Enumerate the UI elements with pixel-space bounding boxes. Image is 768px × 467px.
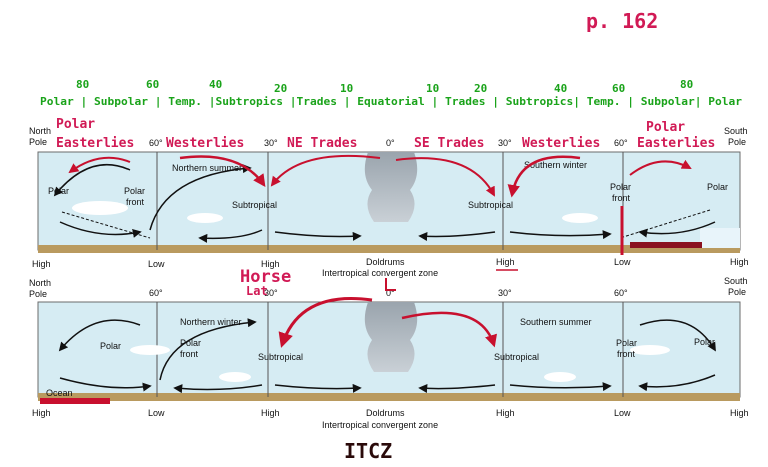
bottom-subtropical-left: Subtropical — [258, 352, 303, 362]
top-polar-left: Polar — [48, 186, 69, 196]
bottom-polar-front-left-line1: Polar — [180, 338, 201, 348]
latitude-40-right: 40 — [554, 82, 567, 95]
latitude-80-left: 80 — [76, 78, 89, 91]
bottom-ocean-label: Ocean — [46, 388, 73, 398]
top-pressure-doldrums: Doldrums — [366, 257, 405, 267]
wind-polar-easterlies-left-line1: Polar — [56, 117, 95, 132]
horse-latitude-line2: Lat — [246, 284, 268, 298]
latitude-10-right: 10 — [426, 82, 439, 95]
top-pressure-high-2: High — [261, 259, 280, 269]
latitude-40-left: 40 — [209, 78, 222, 91]
top-north-pole-line2: Pole — [29, 137, 47, 147]
top-panel-ice — [700, 228, 740, 248]
top-deg-60-right: 60° — [614, 138, 628, 148]
top-polar-right: Polar — [707, 182, 728, 192]
itcz-annotation: ITCZ — [344, 439, 392, 463]
top-season-left: Northern summer — [172, 163, 242, 173]
bottom-season-right: Southern summer — [520, 317, 592, 327]
latitude-20-right: 20 — [474, 82, 487, 95]
top-pressure-high-3: High — [496, 257, 515, 267]
bottom-itcz-caption: Intertropical convergent zone — [322, 420, 438, 430]
wind-westerlies-left: Westerlies — [166, 136, 244, 151]
bottom-doldrums-cloud — [364, 302, 418, 372]
top-pressure-low-2: Low — [614, 257, 631, 267]
bottom-subtropical-right: Subtropical — [494, 352, 539, 362]
top-deg-30-right: 30° — [498, 138, 512, 148]
latitude-60-left: 60 — [146, 78, 159, 91]
top-pressure-high-4: High — [730, 257, 749, 267]
climate-zones-header: Polar | Subpolar | Temp. |Subtropics |Tr… — [40, 95, 742, 108]
top-panel: North Pole South Pole 60° 30° 0° 30° 60°… — [29, 126, 749, 278]
top-deg-0: 0° — [386, 138, 395, 148]
bottom-deg-0: 0° — [386, 288, 395, 298]
latitude-80-right: 80 — [680, 78, 693, 91]
latitude-20-left: 20 — [274, 82, 287, 95]
bottom-south-pole-line1: South — [724, 276, 748, 286]
wind-se-trades: SE Trades — [414, 136, 484, 151]
bottom-south-pole-line2: Pole — [728, 287, 746, 297]
top-season-right: Southern winter — [524, 160, 587, 170]
top-deg-30-left: 30° — [264, 138, 278, 148]
bottom-pressure-low-2: Low — [614, 408, 631, 418]
bottom-pressure-low-1: Low — [148, 408, 165, 418]
wind-polar-easterlies-right-line2: Easterlies — [637, 136, 715, 151]
bottom-polar-front-left-line2: front — [180, 349, 199, 359]
top-doldrums-cloud — [364, 152, 418, 222]
horse-latitude-line1: Horse — [240, 267, 291, 287]
annotations: p. 162 80 60 40 20 10 10 20 40 60 80 Pol… — [40, 9, 742, 463]
wind-ne-trades: NE Trades — [287, 136, 357, 151]
top-south-pole-line1: South — [724, 126, 748, 136]
bottom-pressure-high-4: High — [730, 408, 749, 418]
top-north-pole-line1: North — [29, 126, 51, 136]
top-panel-ground — [38, 245, 740, 253]
bottom-polar-front-right-line2: front — [617, 349, 636, 359]
top-polar-front-right-line2: front — [612, 193, 631, 203]
wind-polar-easterlies-left-line2: Easterlies — [56, 136, 134, 151]
top-subtropical-right: Subtropical — [468, 200, 513, 210]
bottom-pressure-doldrums: Doldrums — [366, 408, 405, 418]
latitude-10-left: 10 — [340, 82, 353, 95]
bottom-panel: North Pole South Pole 60° 30° 0° 30° 60°… — [29, 276, 749, 430]
top-itcz-caption: Intertropical convergent zone — [322, 268, 438, 278]
bottom-polar-front-right-line1: Polar — [616, 338, 637, 348]
top-south-pole-line2: Pole — [728, 137, 746, 147]
bottom-panel-ground — [38, 393, 740, 401]
bottom-polar-left: Polar — [100, 341, 121, 351]
bottom-deg-30-right: 30° — [498, 288, 512, 298]
page-reference: p. 162 — [586, 9, 658, 33]
bottom-north-pole-line2: Pole — [29, 289, 47, 299]
top-pressure-low-1: Low — [148, 259, 165, 269]
top-subtropical-left: Subtropical — [232, 200, 277, 210]
wind-westerlies-right: Westerlies — [522, 136, 600, 151]
bottom-season-left: Northern winter — [180, 317, 242, 327]
bottom-pressure-high-2: High — [261, 408, 280, 418]
bottom-pressure-high-1: High — [32, 408, 51, 418]
top-deg-60-left: 60° — [149, 138, 163, 148]
top-polar-front-right-line1: Polar — [610, 182, 631, 192]
bottom-deg-60-left: 60° — [149, 288, 163, 298]
bottom-north-pole-line1: North — [29, 278, 51, 288]
bottom-pressure-high-3: High — [496, 408, 515, 418]
top-pressure-high-1: High — [32, 259, 51, 269]
bottom-panel-ocean — [40, 398, 110, 404]
bottom-polar-right: Polar — [694, 337, 715, 347]
top-polar-front-left-line2: front — [126, 197, 145, 207]
bottom-deg-30-left: 30° — [264, 288, 278, 298]
latitude-60-right: 60 — [612, 82, 625, 95]
wind-polar-easterlies-right-line1: Polar — [646, 120, 685, 135]
bottom-deg-60-right: 60° — [614, 288, 628, 298]
top-polar-front-left-line1: Polar — [124, 186, 145, 196]
